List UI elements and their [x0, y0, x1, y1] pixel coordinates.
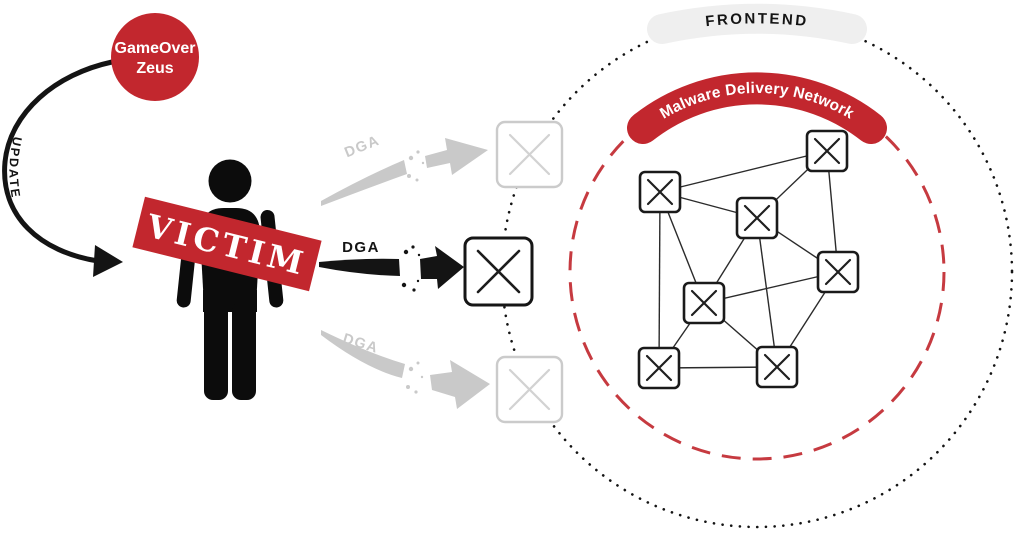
- dga-target-box-bottom: [495, 355, 564, 424]
- dga-target-x: [508, 368, 551, 411]
- dga-arrow-middle-head: [420, 246, 464, 289]
- mdn-boundary-circle: [568, 83, 946, 461]
- frontend-banner-label: FRONTEND: [705, 10, 810, 30]
- dga-arrow-bottom-head: [430, 360, 490, 409]
- network-edge: [658, 191, 661, 369]
- dga-target-x: [508, 133, 551, 176]
- network-node: [816, 250, 860, 294]
- network-node-x: [646, 178, 674, 206]
- network-node: [682, 281, 726, 325]
- network-edge: [703, 271, 839, 304]
- network-node: [637, 346, 681, 390]
- dga-target-box-top: [495, 120, 564, 189]
- frontend-banner: [647, 3, 867, 44]
- dga-arrow-middle-body: [319, 258, 400, 276]
- dga-target-box-middle: [463, 236, 534, 307]
- dga-arrow-middle: DGA: [319, 239, 464, 292]
- gameover-zeus-circle: [111, 13, 199, 101]
- dga-target-x: [476, 249, 521, 294]
- mdn-banner: [627, 72, 887, 144]
- dga-arrow-top-head: [425, 138, 488, 175]
- network-node: [805, 129, 849, 173]
- update-label: UPDATE: [6, 136, 24, 201]
- network-edges: [658, 150, 839, 369]
- network-edge: [659, 150, 828, 193]
- victim-stamp-rect: [132, 196, 322, 292]
- dga-arrow-bottom-body: [321, 330, 405, 378]
- update-arrowhead: [93, 245, 123, 277]
- network-node-x: [645, 354, 673, 382]
- dga-arrow-middle-label: DGA: [342, 239, 380, 256]
- update-arrow-path: [2, 59, 115, 264]
- network-node: [638, 170, 682, 214]
- network-nodes: [637, 129, 860, 390]
- gameover-zeus-label-line1: GameOver: [115, 40, 196, 57]
- dga-target-boxes: [463, 120, 564, 424]
- dga-arrow-top: DGA: [321, 133, 488, 206]
- network-node: [735, 196, 779, 240]
- gameover-zeus-node: GameOver Zeus: [111, 13, 199, 101]
- network-node-x: [690, 289, 718, 317]
- dga-arrow-top-label: DGA: [342, 133, 382, 162]
- victim-head: [208, 159, 252, 203]
- dga-arrow-bottom-break-specks: [406, 361, 424, 394]
- victim-right-leg: [232, 302, 256, 400]
- network-node-x: [743, 204, 771, 232]
- dga-arrow-top-body: [321, 160, 407, 206]
- gameover-zeus-label-line2: Zeus: [136, 60, 173, 77]
- dga-arrow-bottom: DGA: [321, 330, 490, 409]
- update-arrow: UPDATE: [2, 59, 123, 277]
- network-edge: [756, 217, 778, 368]
- network-node-x: [813, 137, 841, 165]
- dga-arrow-middle-break-specks: [401, 245, 421, 292]
- network-node: [755, 345, 799, 389]
- network-node-x: [763, 353, 791, 381]
- network-node-x: [824, 258, 852, 286]
- dga-arrow-top-break-specks: [407, 150, 425, 182]
- victim-left-leg: [204, 302, 228, 400]
